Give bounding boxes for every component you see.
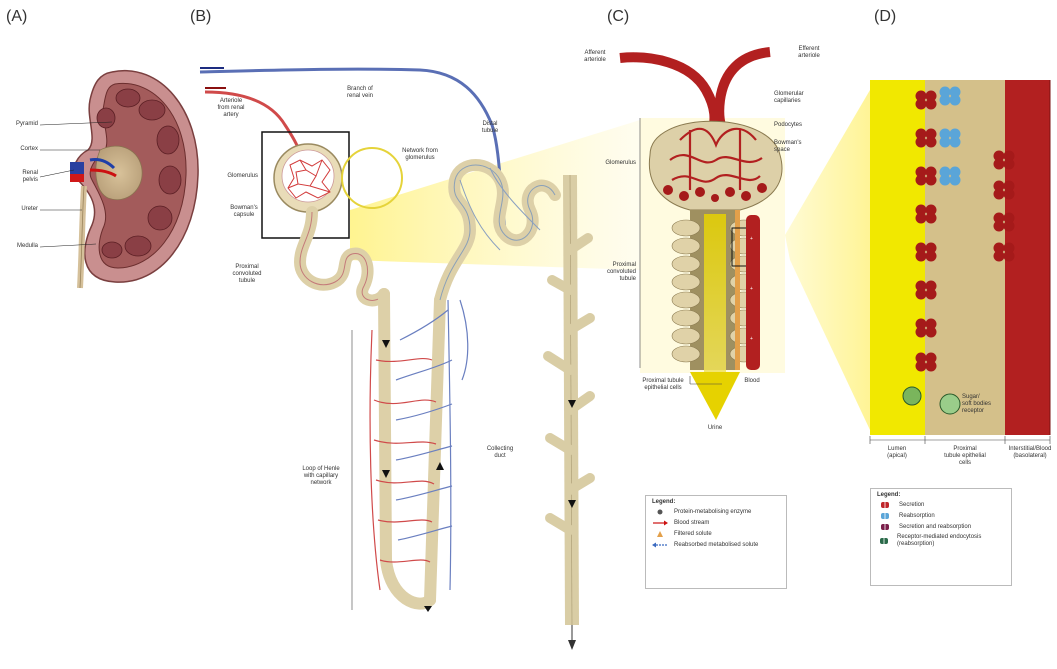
legend-transport-item-label: Reabsorption bbox=[899, 513, 935, 520]
legend-nephron-item: Protein-metabolising enzyme bbox=[652, 508, 780, 516]
label-cortex: Cortex bbox=[4, 146, 38, 153]
svg-text:+: + bbox=[750, 336, 753, 342]
label-bowman-space: Bowman's space bbox=[774, 140, 824, 154]
label-glomerulus: Glomerulus bbox=[212, 173, 258, 180]
legend-nephron-item-label: Protein-metabolising enzyme bbox=[674, 509, 751, 515]
label-collecting: Collecting duct bbox=[478, 446, 522, 460]
label-ureter: Ureter bbox=[4, 206, 38, 213]
dot-icon bbox=[652, 508, 668, 516]
label-podocytes: Podocytes bbox=[774, 122, 824, 129]
blue-arrow-icon bbox=[652, 541, 668, 549]
label-sugar-receptor: Sugar/ soft bodies receptor bbox=[962, 394, 1004, 415]
label-loop: Loop of Henle with capillary network bbox=[292, 466, 350, 487]
svg-text:+: + bbox=[750, 286, 753, 292]
label-renal-pelvis: Renal pelvis bbox=[4, 170, 38, 184]
label-bowman: Bowman's capsule bbox=[224, 205, 264, 219]
label-epithelial: Proximal tubule epithelial cells bbox=[930, 446, 1000, 467]
legend-nephron-item: Filtered solute bbox=[652, 530, 780, 538]
label-efferent: Efferent arteriole bbox=[786, 46, 832, 60]
label-proximal: Proximal convoluted tubule bbox=[224, 264, 270, 285]
label-interstitial: Interstitial/Blood (basolateral) bbox=[1005, 446, 1055, 460]
label-glom-cap: Glomerular capillaries bbox=[774, 91, 824, 105]
legend-nephron-item-label: Blood stream bbox=[674, 520, 709, 526]
legend-transport-item: Receptor-mediated endocytosis (reabsorpt… bbox=[877, 534, 1005, 548]
label-network: Network from glomerulus bbox=[395, 148, 445, 162]
legend-transport-item-label: Secretion and reabsorption bbox=[899, 524, 971, 531]
panel-b-letter: (B) bbox=[190, 8, 211, 26]
label-lumen: Lumen (apical) bbox=[872, 446, 922, 460]
transporter-icon bbox=[877, 512, 893, 520]
legend-transport-item: Secretion bbox=[877, 501, 1005, 509]
legend-transport-item-label: Receptor-mediated endocytosis (reabsorpt… bbox=[897, 534, 1005, 548]
transporter-icon bbox=[877, 523, 893, 531]
legend-nephron-item-label: Filtered solute bbox=[674, 531, 712, 537]
red-arrow-icon bbox=[652, 519, 668, 527]
label-branch-vein: Branch of renal vein bbox=[335, 86, 385, 100]
label-afferent: Afferent arteriole bbox=[572, 50, 618, 64]
label-blood: Blood bbox=[738, 378, 766, 385]
svg-text:+: + bbox=[750, 236, 753, 242]
label-c-proximal: Proximal convoluted tubule bbox=[584, 262, 636, 283]
endosome-icon bbox=[940, 394, 960, 414]
receptor-icon bbox=[903, 387, 921, 405]
transporter-icon bbox=[877, 501, 893, 509]
label-c-glomerulus: Glomerulus bbox=[584, 160, 636, 167]
transporter-icon bbox=[877, 537, 891, 545]
legend-transport-title: Legend: bbox=[877, 492, 1005, 498]
panel-c-letter: (C) bbox=[607, 8, 629, 26]
label-arteriole: Arteriole from renal artery bbox=[206, 98, 256, 119]
legend-transport-item-label: Secretion bbox=[899, 502, 924, 509]
glomerulus-detail: + + + bbox=[620, 52, 785, 420]
label-pyramid: Pyramid bbox=[4, 121, 38, 128]
label-tubule-epi: Proximal tubule epithelial cells bbox=[628, 378, 698, 392]
legend-nephron-item: Blood stream bbox=[652, 519, 780, 527]
legend-transport-item: Secretion and reabsorption bbox=[877, 523, 1005, 531]
legend-nephron-item: Reabsorbed metabolised solute bbox=[652, 541, 780, 549]
label-medulla: Medulla bbox=[4, 243, 38, 250]
label-urine: Urine bbox=[690, 425, 740, 432]
legend-transport-item: Reabsorption bbox=[877, 512, 1005, 520]
label-distal: Distal tubule bbox=[470, 121, 510, 135]
kidney-cross-section bbox=[40, 71, 198, 288]
panel-d-letter: (D) bbox=[874, 8, 896, 26]
cellular-transport-detail bbox=[870, 80, 1050, 444]
tri-icon bbox=[652, 530, 668, 538]
legend-nephron-title: Legend: bbox=[652, 499, 780, 505]
legend-nephron-item-label: Reabsorbed metabolised solute bbox=[674, 542, 758, 548]
panel-a-letter: (A) bbox=[6, 8, 27, 26]
